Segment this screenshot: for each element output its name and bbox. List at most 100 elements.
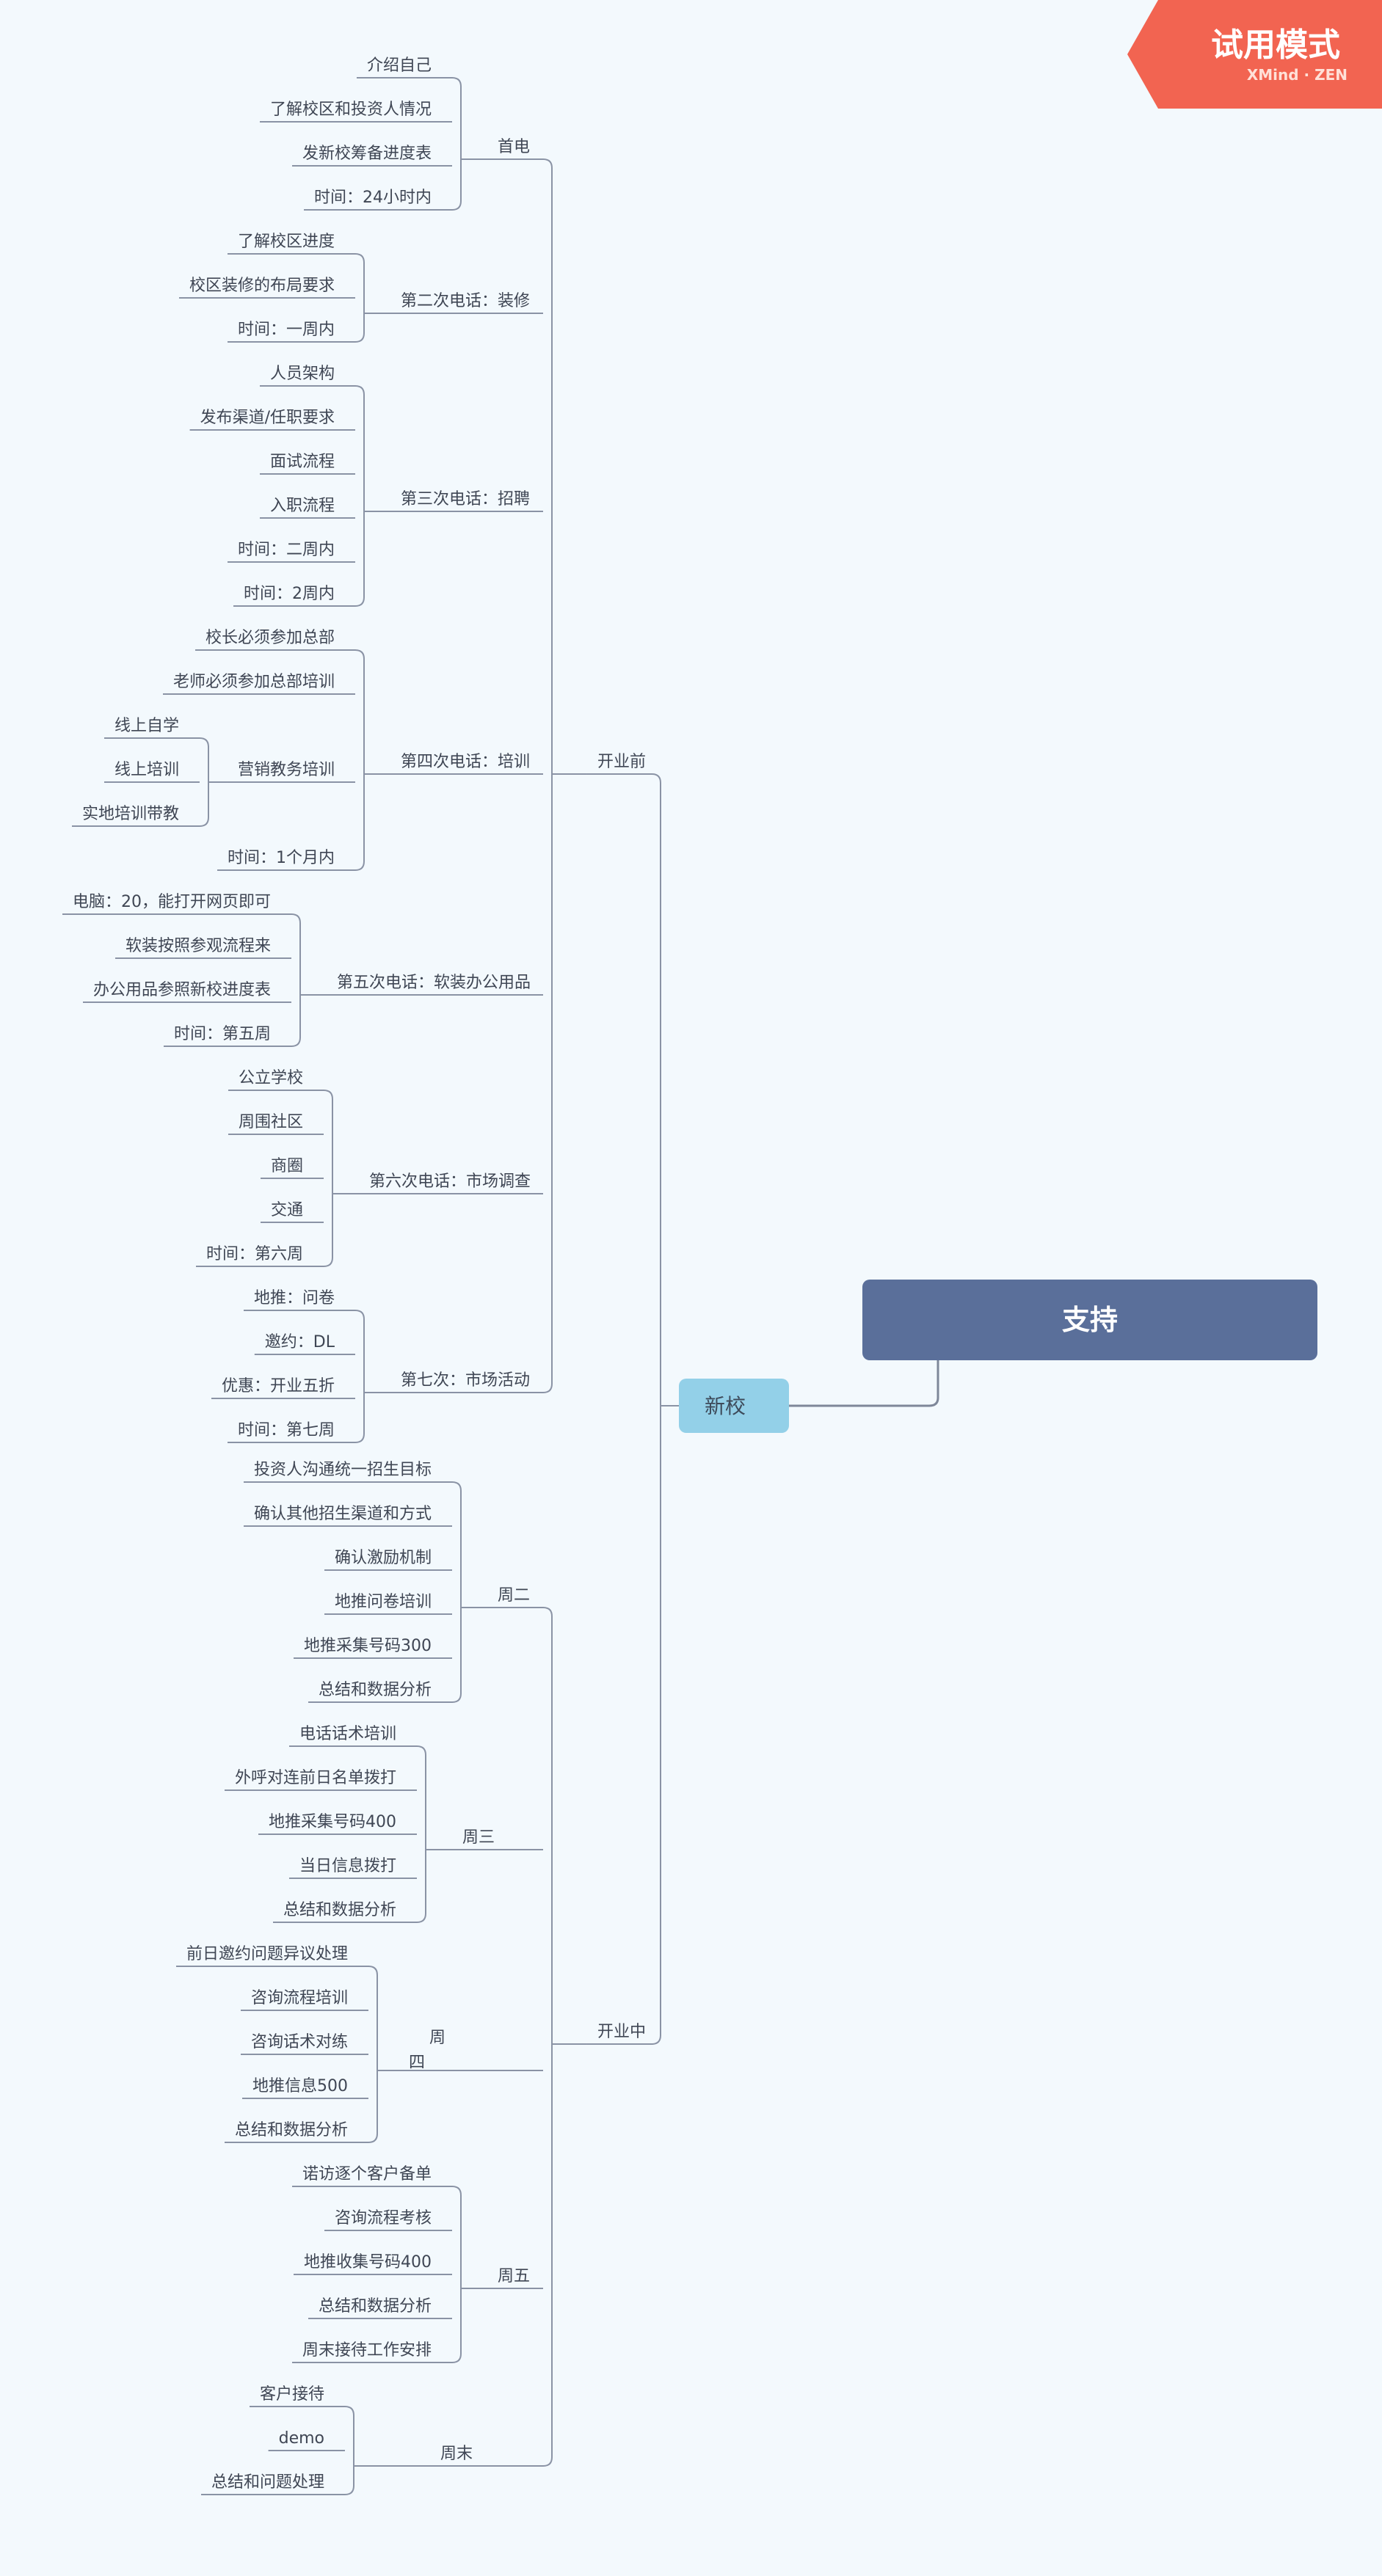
groups-bracket (651, 773, 661, 2045)
topics-bracket (542, 158, 553, 1393)
children-bracket (354, 649, 365, 871)
children-bracket (451, 77, 462, 211)
leaf-label[interactable]: 时间：二周内 (238, 541, 335, 559)
leaf-label[interactable]: 诺访逐个客户备单 (302, 2165, 432, 2183)
leaf-label[interactable]: 面试流程 (270, 453, 335, 471)
leaf-label[interactable]: 总结和问题处理 (211, 2473, 324, 2492)
topic-label-cont[interactable]: 四 (409, 2054, 425, 2072)
sub-topic[interactable]: 新校 (679, 1379, 789, 1433)
leaf-label[interactable]: 商圈 (271, 1157, 303, 1175)
leaf-label[interactable]: 地推：问卷 (254, 1289, 335, 1307)
leaf-label[interactable]: 确认其他招生渠道和方式 (254, 1505, 432, 1523)
nested-bracket (199, 737, 209, 827)
topic-label[interactable]: 第五次电话：软装办公用品 (337, 974, 531, 992)
leaf-label[interactable]: 地推采集号码400 (269, 1813, 396, 1831)
topic-label[interactable]: 周末 (440, 2445, 473, 2463)
leaf-label[interactable]: 客户接待 (260, 2385, 324, 2404)
leaf-label[interactable]: 优惠：开业五折 (222, 1377, 335, 1395)
leaf-label[interactable]: 交通 (271, 1201, 303, 1219)
leaf-label[interactable]: 地推收集号码400 (304, 2253, 432, 2272)
leaf-label[interactable]: 总结和数据分析 (283, 1901, 396, 1919)
leaf-label[interactable]: 咨询流程培训 (251, 1989, 348, 2007)
leaf-label[interactable]: 总结和数据分析 (319, 1681, 432, 1699)
leaf-label[interactable]: 外呼对连前日名单拨打 (235, 1769, 396, 1787)
topic-label[interactable]: 第六次电话：市场调查 (369, 1172, 531, 1191)
root-topic[interactable]: 支持 (862, 1280, 1317, 1360)
children-bracket (368, 1966, 378, 2143)
leaf-label[interactable]: 发新校筹备进度表 (302, 145, 432, 163)
leaf-label[interactable]: 地推问卷培训 (335, 1593, 432, 1611)
root-topic-box (862, 1280, 1317, 1360)
leaf-label[interactable]: demo (279, 2429, 324, 2448)
leaf-label[interactable]: 周围社区 (239, 1113, 303, 1131)
leaf-label[interactable]: 前日邀约问题异议处理 (186, 1945, 348, 1963)
leaf-label[interactable]: 地推信息500 (252, 2077, 348, 2095)
topic-label[interactable]: 首电 (498, 138, 530, 156)
trial-mode-badge-shape (1127, 0, 1382, 109)
root-sub-connector (789, 1360, 939, 1407)
leaf-label[interactable]: 入职流程 (270, 497, 335, 515)
leaf-label[interactable]: 公立学校 (239, 1069, 303, 1087)
leaf-label[interactable]: 发布渠道/任职要求 (200, 409, 335, 427)
leaf-label[interactable]: 时间：第五周 (174, 1025, 271, 1043)
leaf-label[interactable]: 电话话术培训 (299, 1725, 396, 1743)
sub-topic-label: 新校 (705, 1394, 746, 1418)
leaf-label[interactable]: 时间：2周内 (244, 585, 335, 603)
nested-leaf-label[interactable]: 实地培训带教 (82, 805, 179, 823)
trial-mode-subtitle: XMind · ZEN (1247, 66, 1348, 84)
topic-label[interactable]: 周三 (462, 1828, 495, 1847)
leaf-label[interactable]: 了解校区和投资人情况 (270, 101, 432, 119)
leaf-label[interactable]: 时间：第七周 (238, 1421, 335, 1440)
leaf-label[interactable]: 邀约：DL (265, 1333, 335, 1351)
leaf-label[interactable]: 营销教务培训 (238, 761, 335, 779)
leaf-label[interactable]: 老师必须参加总部培训 (173, 673, 335, 691)
leaf-label[interactable]: 确认激励机制 (335, 1549, 432, 1567)
children-bracket (323, 1090, 333, 1267)
group-label-before-opening[interactable]: 开业前 (597, 753, 646, 771)
leaf-label[interactable]: 总结和数据分析 (319, 2297, 432, 2316)
leaf-label[interactable]: 投资人沟通统一招生目标 (254, 1461, 432, 1479)
sub-topic-box (679, 1379, 789, 1433)
topic-label[interactable]: 周二 (498, 1586, 530, 1605)
leaf-label[interactable]: 时间：一周内 (238, 321, 335, 339)
children-bracket (291, 913, 301, 1047)
children-bracket (416, 1745, 426, 1923)
leaf-label[interactable]: 咨询话术对练 (251, 2033, 348, 2051)
nested-leaf-label[interactable]: 线上培训 (114, 761, 179, 779)
topic-labels: 开业前 首电 介绍自己了解校区和投资人情况发新校筹备进度表时间：24小时内第二次电话… (73, 56, 646, 2492)
children-bracket (354, 253, 365, 343)
topic-label[interactable]: 第三次电话：招聘 (401, 490, 530, 508)
children-bracket (354, 385, 365, 607)
children-bracket (451, 2186, 462, 2363)
connector-lines (62, 77, 679, 2495)
leaf-label[interactable]: 校区装修的布局要求 (189, 277, 335, 295)
leaf-label[interactable]: 软装按照参观流程来 (126, 937, 271, 955)
leaf-label[interactable]: 时间：24小时内 (314, 189, 432, 207)
topic-label[interactable]: 第七次：市场活动 (401, 1371, 530, 1390)
nested-leaf-label[interactable]: 线上自学 (114, 717, 179, 735)
children-bracket (354, 1310, 365, 1443)
children-bracket (344, 2406, 354, 2495)
leaf-label[interactable]: 地推采集号码300 (304, 1637, 432, 1655)
leaf-label[interactable]: 周末接待工作安排 (302, 2341, 432, 2360)
leaf-label[interactable]: 了解校区进度 (238, 233, 335, 251)
leaf-label[interactable]: 电脑：20，能打开网页即可 (73, 893, 271, 911)
root-topic-label: 支持 (1062, 1304, 1118, 1336)
leaf-label[interactable]: 当日信息拨打 (299, 1857, 396, 1875)
topic-label[interactable]: 周五 (498, 2267, 530, 2285)
leaf-label[interactable]: 总结和数据分析 (235, 2121, 348, 2139)
leaf-label[interactable]: 咨询流程考核 (335, 2209, 432, 2227)
leaf-label[interactable]: 办公用品参照新校进度表 (93, 981, 271, 999)
trial-mode-title: 试用模式 (1211, 26, 1340, 64)
topic-label[interactable]: 周 (429, 2029, 445, 2047)
leaf-label[interactable]: 时间：1个月内 (228, 849, 335, 867)
leaf-label[interactable]: 时间：第六周 (206, 1245, 303, 1263)
group-label-during-opening[interactable]: 开业中 (597, 2023, 646, 2041)
leaf-label[interactable]: 校长必须参加总部 (206, 629, 335, 647)
leaf-label[interactable]: 人员架构 (270, 365, 335, 383)
leaf-label[interactable]: 介绍自己 (367, 56, 432, 75)
topic-label[interactable]: 第四次电话：培训 (401, 753, 530, 771)
topic-label[interactable]: 第二次电话：装修 (401, 292, 530, 310)
trial-mode-badge: 试用模式 XMind · ZEN (1127, 0, 1382, 109)
